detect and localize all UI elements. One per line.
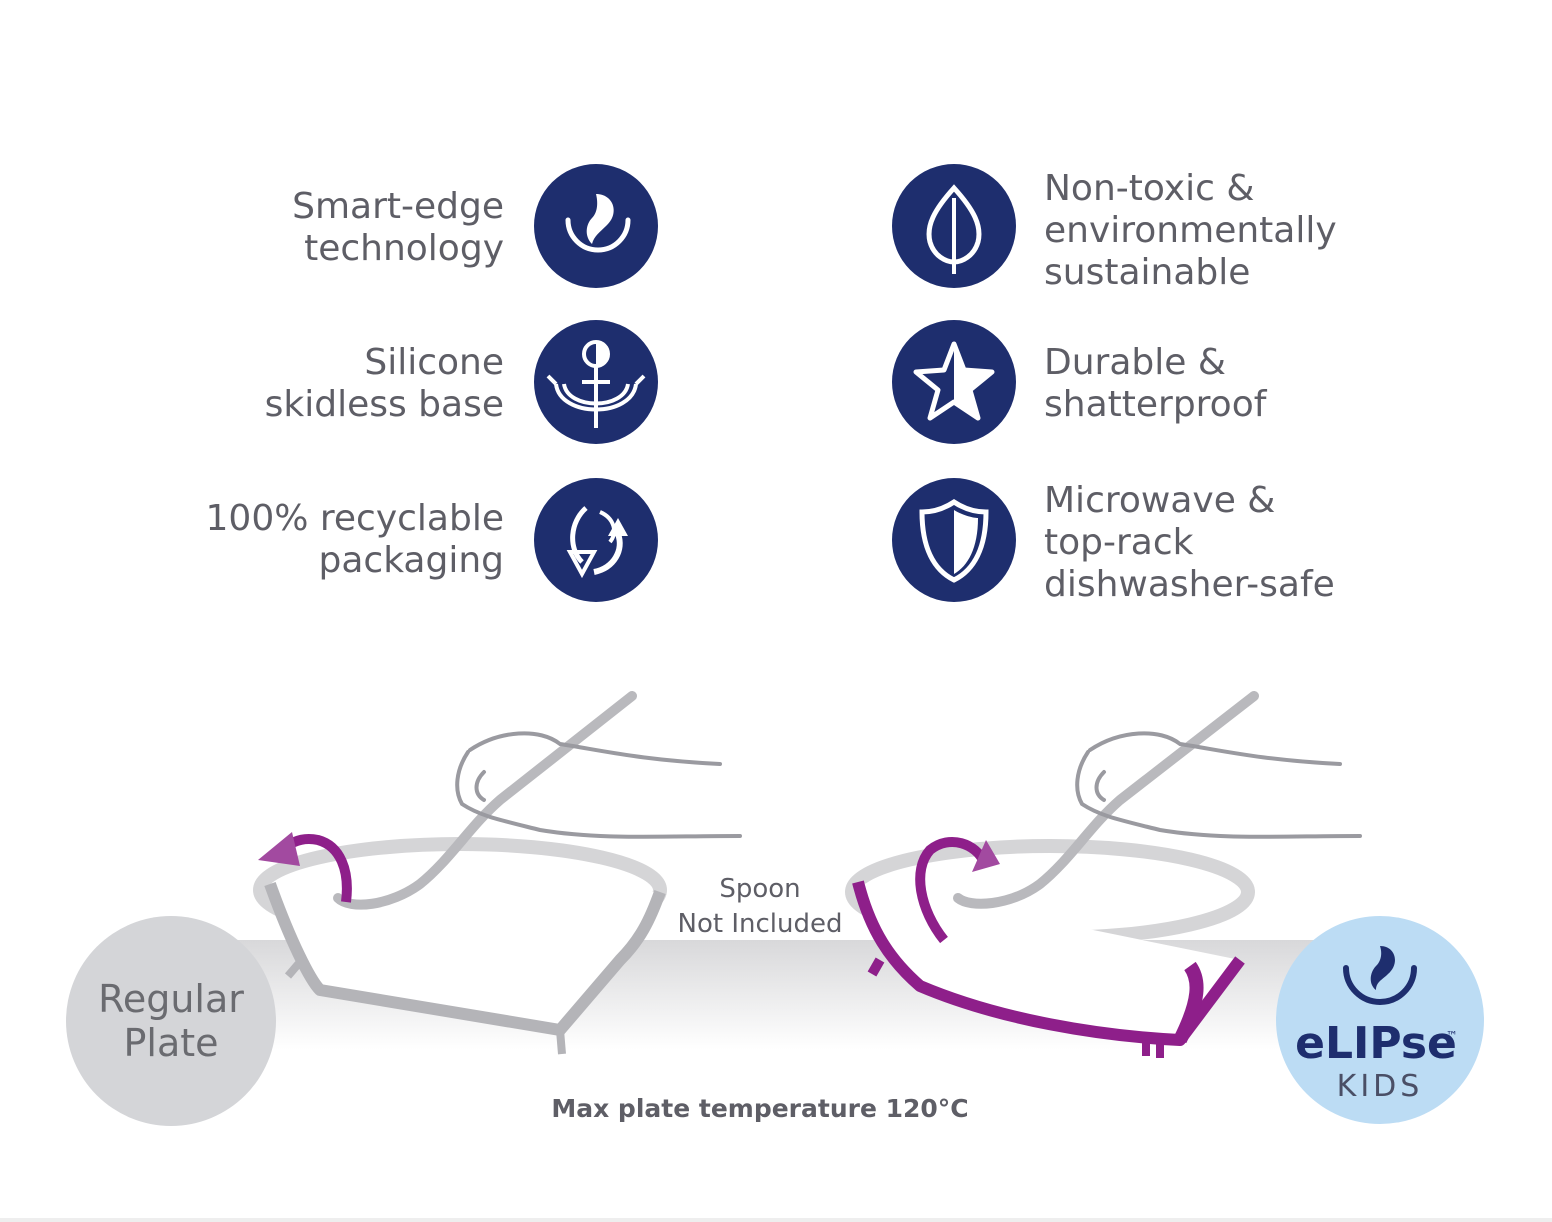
bottom-divider <box>0 1218 1552 1222</box>
regular-plate-badge: Regular Plate <box>66 916 276 1126</box>
plate-comparison-illustration <box>230 691 1362 1058</box>
feature-label-silicone-base: Silicone skidless base <box>264 342 504 425</box>
feature-label-recyclable: 100% recyclable packaging <box>205 498 504 581</box>
leaf-icon <box>892 164 1016 288</box>
regular-spoon-hand <box>333 691 742 910</box>
elipse-kids-logo: eLIPse ™ KIDS <box>1295 946 1458 1104</box>
anchor-icon <box>534 320 658 444</box>
ellipse-plate <box>845 839 1255 1058</box>
regular-tip-arrow <box>258 832 300 866</box>
recycle-icon <box>534 478 658 602</box>
max-temperature-note: Max plate temperature 120°C <box>551 1094 969 1123</box>
feature-label-non-toxic: Non-toxic & environmentally sustainable <box>1044 168 1337 293</box>
feature-label-smart-edge: Smart-edge technology <box>292 186 504 269</box>
svg-text:KIDS: KIDS <box>1337 1069 1424 1104</box>
smart-edge-icon <box>534 164 658 288</box>
ellipse-spoon-hand <box>953 691 1362 909</box>
feature-label-microwave: Microwave & top-rack dishwasher-safe <box>1044 480 1335 605</box>
regular-plate-label: Regular Plate <box>98 977 244 1065</box>
feature-label-durable: Durable & shatterproof <box>1044 342 1267 425</box>
svg-text:™: ™ <box>1446 1029 1458 1043</box>
spoon-not-included-note: Spoon Not Included <box>677 874 843 939</box>
shield-icon <box>892 478 1016 602</box>
ellipse-tip-arrow <box>972 840 1000 872</box>
svg-text:eLIPse: eLIPse <box>1295 1018 1457 1069</box>
star-icon <box>892 320 1016 444</box>
elipse-kids-logo-badge: eLIPse ™ KIDS <box>1276 916 1484 1124</box>
